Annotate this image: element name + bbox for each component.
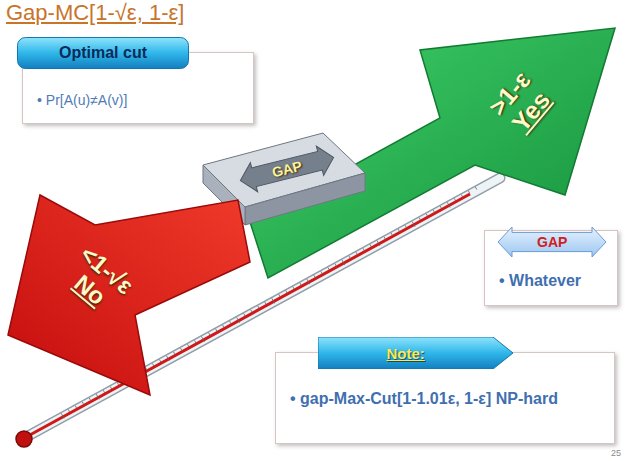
scale-tick: [363, 248, 364, 251]
scale-tick: [209, 333, 210, 336]
scale-tick: [475, 187, 476, 190]
banner-fill: [318, 337, 513, 369]
scale-tick: [293, 287, 294, 290]
scale-tick: [419, 218, 420, 221]
scale-tick: [223, 325, 224, 328]
gap-panel: GAP • Whatever: [484, 230, 618, 306]
heading-banner: Note:: [318, 337, 513, 369]
scale-tick: [96, 394, 99, 399]
scale-tick: [412, 221, 415, 226]
scale-tick: [321, 271, 322, 274]
scale-tick: [335, 264, 336, 267]
scale-tick: [384, 237, 385, 240]
scale-tick: [356, 252, 357, 255]
scale-tick: [272, 298, 275, 303]
no-arrow: <1-√εNo: [4, 190, 256, 400]
scale-tick: [244, 314, 245, 317]
scale-tick: [258, 306, 259, 309]
scale-tick: [195, 340, 196, 343]
arrow-outline: [4, 190, 256, 400]
note-heading: Note:: [387, 345, 425, 362]
scale-tick: [440, 206, 441, 209]
scale-tick: [454, 198, 455, 201]
arrow-fill: [8, 195, 250, 395]
heading-banner: Optimal cut: [17, 37, 189, 69]
scale-tick: [117, 383, 118, 386]
scale-tick: [237, 317, 240, 322]
scale-tick: [82, 402, 83, 405]
scale-tick: [314, 275, 315, 278]
panel-body: • Whatever: [499, 271, 581, 292]
scale-tick: [447, 202, 450, 207]
scale-tick: [173, 352, 174, 355]
banner-fill: [18, 38, 189, 69]
double-arrow-symbol: [237, 143, 337, 195]
scale-tick: [461, 195, 462, 198]
note-body: • gap-Max-Cut[1-1.01ε, 1-ε] NP-hard: [290, 389, 560, 410]
scale-tick: [251, 310, 252, 313]
scale-tick: [342, 260, 345, 265]
scale-tick: [202, 337, 205, 342]
note-panel: Note:• gap-Max-Cut[1-1.01ε, 1-ε] NP-hard: [275, 352, 615, 444]
scale-tick: [159, 360, 160, 363]
scale-tick: [68, 409, 69, 412]
scale-tick: [328, 267, 329, 270]
scale-tick: [468, 191, 469, 194]
scale-tick: [110, 386, 111, 389]
scale-tick: [216, 329, 217, 332]
scale-tick: [286, 291, 287, 294]
panel-body: • Pr[A(u)≠A(v)]: [37, 91, 127, 109]
thermometer-bulb: [16, 431, 32, 447]
scale-tick: [230, 321, 231, 324]
page-number: 25: [611, 448, 621, 458]
scale-tick: [391, 233, 392, 236]
scale-tick: [103, 390, 104, 393]
scale-tick: [279, 294, 280, 297]
optimal-cut-panel: Optimal cut• Pr[A(u)≠A(v)]: [22, 52, 254, 124]
scale-tick: [370, 244, 371, 247]
scale-tick: [426, 214, 427, 217]
scale-tick: [398, 229, 399, 232]
scale-tick: [89, 398, 90, 401]
banner-fill: [498, 227, 606, 257]
scale-tick: [300, 283, 301, 286]
heading-banner: GAP: [498, 227, 606, 257]
panel-heading: Optimal cut: [59, 44, 147, 62]
scale-tick: [152, 363, 153, 366]
scale-tick: [75, 406, 76, 409]
scale-tick: [166, 356, 169, 361]
scale-tick: [181, 348, 182, 351]
scale-tick: [307, 279, 310, 284]
scale-tick: [349, 256, 350, 259]
scale-tick: [377, 241, 380, 246]
scale-tick: [265, 302, 266, 305]
scale-tick: [433, 210, 434, 213]
scale-tick: [405, 225, 406, 228]
panel-heading: GAP: [537, 234, 567, 250]
scale-tick: [188, 344, 189, 347]
scale-tick: [61, 413, 64, 418]
double-arrow: [237, 143, 337, 195]
slide-title: Gap-MC[1-√ε, 1-ε]: [6, 0, 184, 26]
